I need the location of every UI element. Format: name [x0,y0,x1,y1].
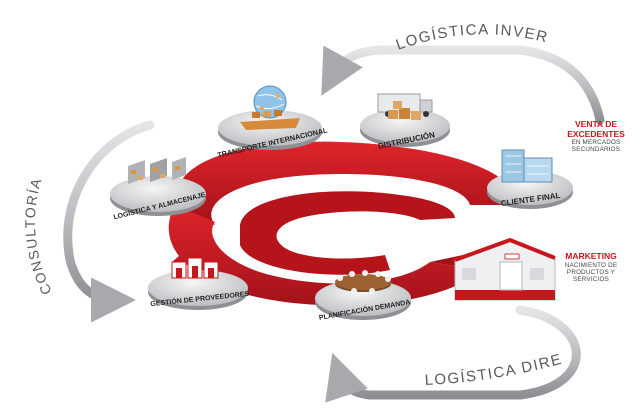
reverse-logistics-arrow [321,45,605,125]
store-building-icon [454,237,556,301]
marketing-note: MARKETING NACIMIENTO DE PRODUCTOS Y SERV… [555,251,627,283]
truck-boxes-icon [377,93,433,120]
globe-ship-icon [240,85,300,130]
station-transport: TRANSPORTE INTERNACIONAL [217,85,329,160]
marketing-title: MARKETING [565,251,617,261]
red-ring-outer [176,141,516,225]
meeting-table-icon [335,270,391,294]
station-distribution: DISTRIBUCIÓN [360,93,450,151]
station-client: CLIENTE FINAL [487,149,573,209]
factory-icon [171,252,219,279]
warehouse-racks-icon [128,157,186,184]
red-ring-inner [240,191,455,275]
surplus-note: VENTA DE EXCEDENTES EN MERCADOS SECUNDAR… [560,119,632,154]
direct-logistics-arrow [325,305,581,403]
glass-building-icon [501,149,553,183]
consulting-label: CONSULTORÍA [22,175,55,297]
station-suppliers: GESTIÓN DE PROVEEDORES [148,252,250,310]
surplus-title: VENTA DE EXCEDENTES [567,119,625,139]
surplus-subtitle: EN MERCADOS SECUNDARIOS [571,139,621,154]
marketing-subtitle: NACIMIENTO DE PRODUCTOS Y SERVICIOS [564,261,618,283]
consulting-arrow [63,120,155,323]
red-ring-lower [168,205,480,306]
